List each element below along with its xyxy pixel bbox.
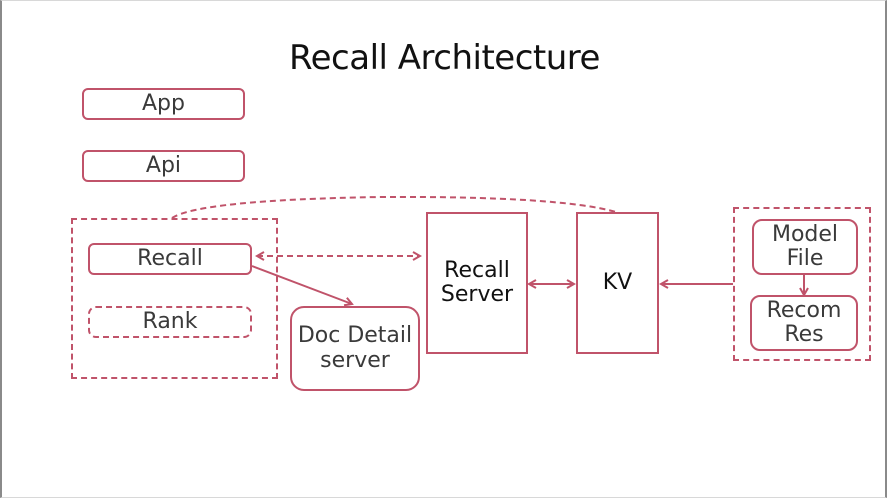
- model-group: [733, 207, 871, 361]
- node-recall[interactable]: Recall: [88, 243, 252, 275]
- recall-group-to-kv-curve: [171, 195, 617, 219]
- recall-rank-group: [71, 218, 278, 379]
- node-api[interactable]: Api: [82, 150, 245, 182]
- node-recall-server[interactable]: Recall Server: [426, 212, 528, 354]
- recall-doc-detail-link: [251, 265, 352, 304]
- node-recom-res[interactable]: Recom Res: [750, 295, 858, 351]
- node-model-file[interactable]: Model File: [752, 219, 858, 275]
- node-rank[interactable]: Rank: [88, 306, 252, 338]
- node-doc-detail-server[interactable]: Doc Detail server: [290, 306, 420, 391]
- slide-title: Recall Architecture: [289, 38, 600, 78]
- node-app[interactable]: App: [82, 88, 245, 120]
- node-kv[interactable]: KV: [576, 212, 659, 354]
